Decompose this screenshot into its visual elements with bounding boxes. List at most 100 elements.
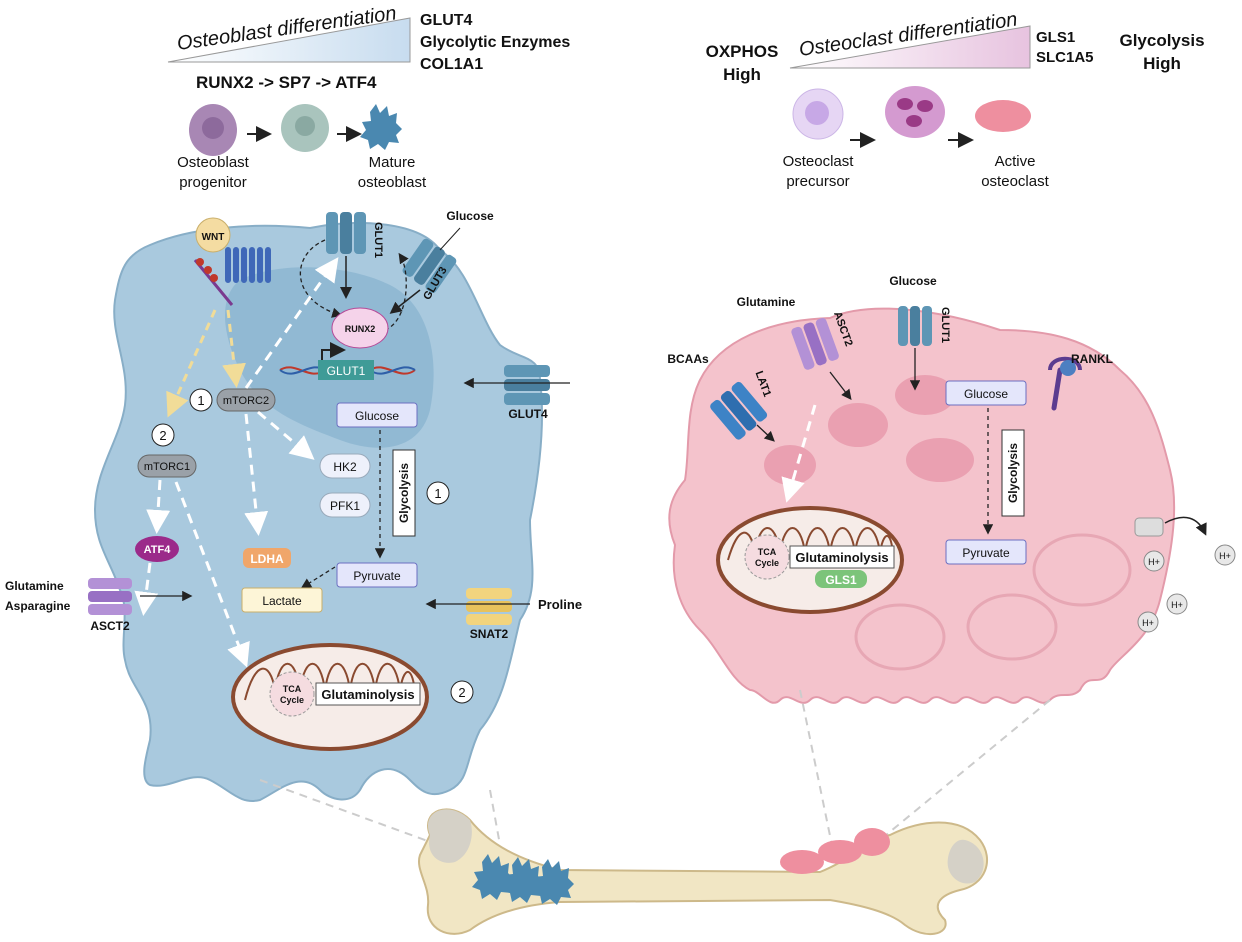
lat1-transporter-icon — [710, 381, 768, 440]
ob-glucose-label: Glucose — [446, 209, 494, 223]
lactate-label: Lactate — [262, 594, 302, 608]
oc-glutaminolysis-label: Glutaminolysis — [795, 550, 888, 565]
ob-glutaminolysis-label: Glutaminolysis — [321, 687, 414, 702]
gls1-node — [815, 570, 867, 588]
oc-glutamine-label: Glutamine — [737, 295, 796, 309]
ob-asct2-label: ASCT2 — [90, 619, 130, 633]
bcaas-label: BCAAs — [667, 352, 709, 366]
mtorc2-label: mTORC2 — [223, 395, 269, 407]
ob-marker-col1a1: COL1A1 — [420, 56, 483, 73]
glycolysis-step-label: 1 — [434, 486, 441, 501]
oc-glucose-box-label: Glucose — [964, 387, 1008, 401]
oc-glucose-box — [945, 380, 1027, 406]
glycolysis-high-label: High — [1143, 54, 1181, 73]
stage-label-progenitor: progenitor — [179, 174, 247, 191]
ob-glycolysis-label: Glycolysis — [397, 463, 411, 523]
osteoclast-cell-body — [668, 307, 1176, 704]
oc-stage-label-osteoclast: osteoclast — [981, 173, 1049, 190]
oc-pyruvate-box — [945, 539, 1027, 565]
oc-glycolysis-box — [1001, 429, 1025, 517]
bone-illustration — [259, 689, 1051, 936]
ob-pyruvate-box — [336, 562, 418, 588]
glut1-gene-box — [318, 360, 374, 380]
glycolysis-state-label: Glycolysis — [1119, 31, 1204, 50]
hk2-label: HK2 — [333, 460, 357, 474]
glut4-label: GLUT4 — [508, 407, 548, 421]
fusing-osteoclast-icon — [885, 86, 945, 138]
oc-cycle-label: Cycle — [755, 558, 779, 568]
osteoblast-differentiation-panel: Osteoblast differentiation GLUT4 Glycoly… — [167, 2, 570, 191]
faded-mitochondrion-1 — [1032, 533, 1132, 607]
oxphos-high-label: High — [723, 65, 761, 84]
step-2-marker — [151, 423, 175, 447]
oc-stage-label-osteoclast: Osteoclast — [783, 153, 855, 170]
faded-mitochondrion-3 — [966, 593, 1058, 661]
ob-glucose-box — [336, 402, 418, 428]
hk2-node — [319, 453, 371, 479]
oc-asct2-transporter-icon — [791, 318, 839, 370]
runx2-node — [331, 307, 389, 349]
oc-nucleus-1 — [828, 403, 888, 447]
atf4-label: ATF4 — [144, 544, 172, 556]
ob-glutaminolysis-box — [315, 682, 421, 706]
oc-marker-slc1a5: SLC1A5 — [1036, 49, 1094, 66]
glut1-top-label: GLUT1 — [372, 222, 384, 258]
osteoclast-differentiation-panel: OXPHOS High Osteoclast differentiation G… — [706, 9, 1205, 190]
osteoblast-cell: WNT GLUT1 GLUT3 Glucose RUNX2 — [5, 209, 582, 802]
oc-glucose-label: Glucose — [889, 274, 937, 288]
stage-label-osteoblast-2: osteoblast — [358, 174, 427, 191]
rankl-label: RANKL — [1071, 352, 1113, 366]
oc-pyruvate-label: Pyruvate — [962, 546, 1010, 560]
ob-asct2-transporter-icon — [88, 578, 132, 615]
rankl-receptor-icon — [1048, 356, 1082, 411]
glut3-transporter-icon — [402, 238, 457, 293]
mtorc1-label: mTORC1 — [144, 461, 190, 473]
proton-label-4: H+ — [1142, 618, 1154, 628]
faded-mitochondrion-2 — [854, 603, 946, 671]
proline-label: Proline — [538, 597, 582, 612]
mtorc2-node — [216, 388, 276, 412]
glut1-transporter-icon — [326, 212, 366, 254]
ob-cycle-label: Cycle — [280, 695, 304, 705]
ldha-node — [243, 548, 291, 568]
ob-marker-glycolytic-enzymes: Glycolytic Enzymes — [420, 34, 570, 51]
oc-glycolysis-label: Glycolysis — [1006, 443, 1020, 503]
ob-glutamine-label: Glutamine — [5, 579, 64, 593]
runx2-label: RUNX2 — [345, 324, 376, 334]
step-2-label: 2 — [159, 428, 166, 443]
mtorc1-node — [137, 454, 197, 478]
ob-pyruvate-label: Pyruvate — [353, 569, 401, 583]
glut1-gene-label: GLUT1 — [327, 364, 366, 378]
oc-stage-label-precursor: precursor — [786, 173, 849, 190]
snat2-transporter-icon — [466, 588, 512, 625]
ldha-label: LDHA — [250, 552, 284, 566]
snat2-label: SNAT2 — [470, 627, 509, 641]
wnt-label: WNT — [202, 232, 225, 243]
step-1-marker — [189, 388, 213, 412]
frizzled-receptor-icon — [193, 247, 271, 306]
glutaminolysis-step-marker — [450, 680, 474, 704]
ob-glycolysis-box — [392, 449, 416, 537]
ob-transcription-pathway: RUNX2 -> SP7 -> ATF4 — [196, 73, 377, 92]
proton-label-3: H+ — [1171, 600, 1183, 610]
oc-nucleus-2 — [906, 438, 974, 482]
lactate-box — [241, 587, 323, 613]
pfk1-node — [319, 492, 371, 518]
gls1-label: GLS1 — [825, 573, 857, 587]
proton-pump-icon — [1134, 517, 1164, 537]
ob-glucose-box-label: Glucose — [355, 409, 399, 423]
bone-head-left — [428, 809, 472, 863]
oc-glut1-transporter-icon — [898, 306, 932, 346]
oc-marker-gls1: GLS1 — [1036, 29, 1075, 46]
ob-tca-cycle — [269, 671, 315, 717]
proton-label-2: H+ — [1219, 551, 1231, 561]
active-osteoclast-icon — [975, 100, 1031, 132]
pfk1-label: PFK1 — [330, 499, 360, 513]
oxphos-label: OXPHOS — [706, 42, 779, 61]
osteoclast-cell: Glucose GLUT1 Glutamine ASCT2 BCAAs LAT1… — [667, 274, 1236, 704]
ob-marker-glut4: GLUT4 — [420, 12, 473, 29]
step-1-label: 1 — [197, 393, 204, 408]
bone-osteoblasts-icon — [472, 854, 574, 905]
glutaminolysis-step-label: 2 — [458, 685, 465, 700]
